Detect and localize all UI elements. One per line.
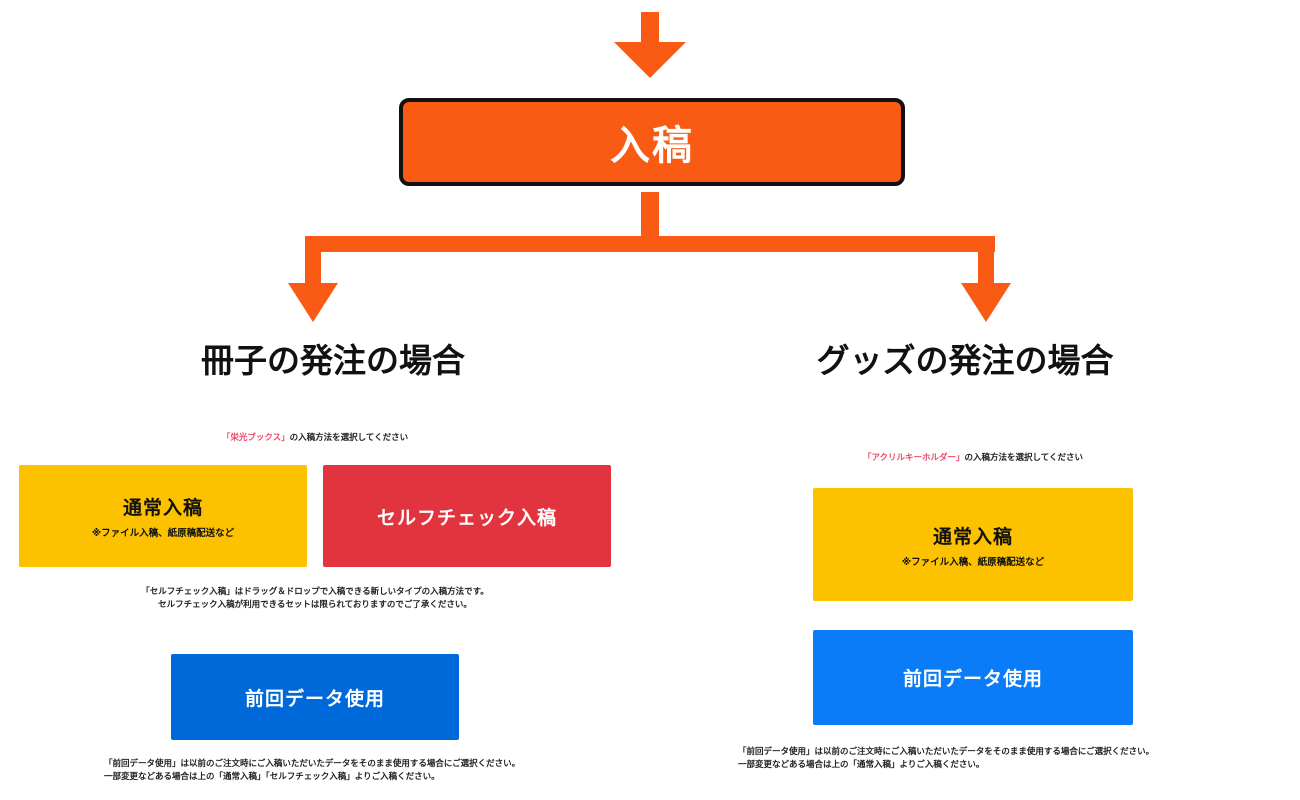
goods-instruction-text: の入稿方法を選択してください <box>964 453 1084 463</box>
booklet-self-check-submission-button[interactable]: セルフチェック入稿 <box>323 465 611 567</box>
goods-previous-data-title: 前回データ使用 <box>902 668 1043 690</box>
goods-previous-note-line2: 一部変更などある場合は上の「通常入稿」よりご入稿ください。 <box>738 760 985 770</box>
branch-bar <box>305 236 995 252</box>
booklet-self-check-title: セルフチェック入稿 <box>376 506 557 529</box>
top-arrow-head <box>614 42 686 78</box>
booklet-previous-data-button[interactable]: 前回データ使用 <box>171 654 459 740</box>
booklet-section-title: 冊子の発注の場合 <box>201 341 465 380</box>
top-arrow-shaft <box>641 12 659 44</box>
goods-section-title: グッズの発注の場合 <box>816 341 1114 380</box>
goods-instruction: 「アクリルキーホルダー」の入稿方法を選択してください <box>758 451 1188 463</box>
branch-stem <box>641 192 659 236</box>
goods-normal-submission-title: 通常入稿 <box>932 525 1013 548</box>
main-submission-box: 入稿 <box>399 98 905 186</box>
booklet-instruction: 「栄光ブックス」の入稿方法を選択してください <box>100 431 530 443</box>
booklet-self-check-note: 「セルフチェック入稿」はドラッグ＆ドロップで入稿できる新しいタイプの入稿方法です… <box>100 586 530 612</box>
booklet-self-check-note-line2: セルフチェック入稿が利用できるセットは限られておりますのでご了承ください。 <box>158 600 472 610</box>
goods-previous-data-button[interactable]: 前回データ使用 <box>813 630 1133 725</box>
goods-product-name: 「アクリルキーホルダー」 <box>862 453 965 463</box>
main-submission-label: 入稿 <box>610 123 694 169</box>
goods-normal-submission-sub: ※ファイル入稿、紙原稿配送など <box>901 556 1045 568</box>
booklet-previous-note-line2: 一部変更などある場合は上の「通常入稿」「セルフチェック入稿」よりご入稿ください。 <box>104 772 440 782</box>
goods-normal-submission-button[interactable]: 通常入稿 ※ファイル入稿、紙原稿配送など <box>813 488 1133 601</box>
booklet-instruction-text: の入稿方法を選択してください <box>289 433 409 443</box>
right-arrow-head <box>961 283 1011 322</box>
booklet-normal-submission-button[interactable]: 通常入稿 ※ファイル入稿、紙原稿配送など <box>19 465 307 567</box>
booklet-previous-data-title: 前回データ使用 <box>244 687 385 710</box>
left-branch-shaft <box>305 236 321 286</box>
goods-previous-data-note: 「前回データ使用」は以前のご注文時にご入稿いただいたデータをそのまま使用する場合… <box>738 746 1154 772</box>
booklet-product-name: 「栄光ブックス」 <box>221 433 290 443</box>
booklet-normal-submission-title: 通常入稿 <box>122 497 203 519</box>
booklet-previous-note-line1: 「前回データ使用」は以前のご注文時にご入稿いただいたデータをそのまま使用する場合… <box>104 759 521 769</box>
booklet-self-check-note-line1: 「セルフチェック入稿」はドラッグ＆ドロップで入稿できる新しいタイプの入稿方法です… <box>141 587 489 597</box>
booklet-normal-submission-sub: ※ファイル入稿、紙原稿配送など <box>91 528 235 539</box>
goods-previous-note-line1: 「前回データ使用」は以前のご注文時にご入稿いただいたデータをそのまま使用する場合… <box>738 747 1155 757</box>
booklet-previous-data-note: 「前回データ使用」は以前のご注文時にご入稿いただいたデータをそのまま使用する場合… <box>104 758 520 784</box>
right-branch-shaft <box>978 236 994 286</box>
left-arrow-head <box>288 283 338 322</box>
